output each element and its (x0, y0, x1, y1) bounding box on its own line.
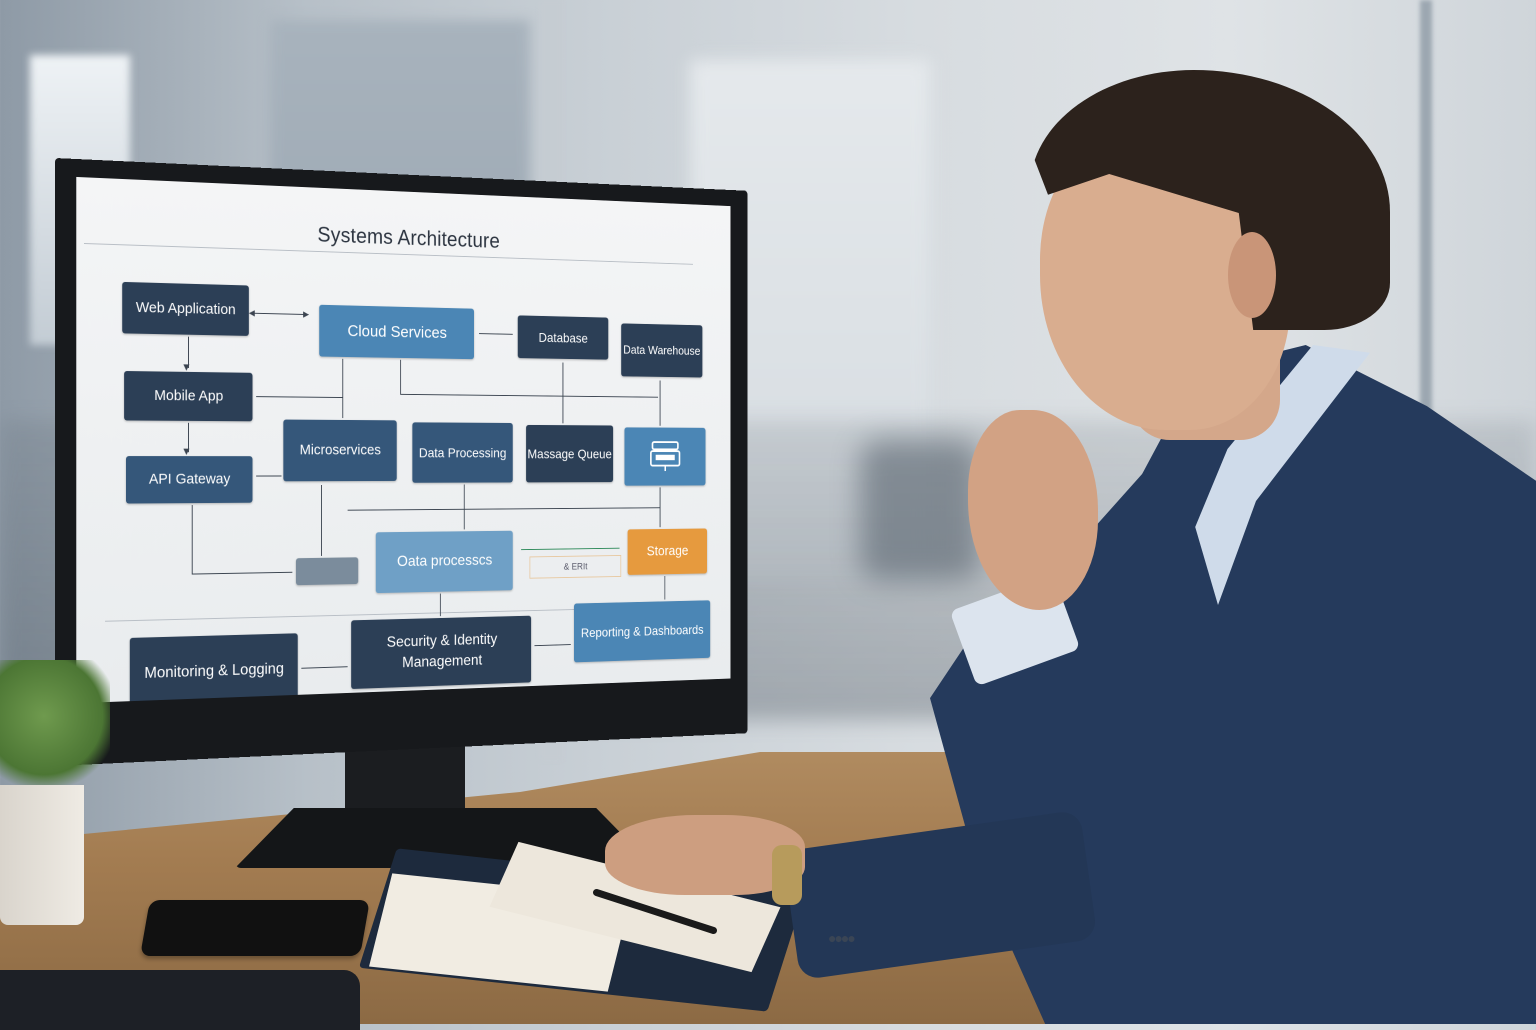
connector (479, 333, 513, 335)
connector (400, 359, 402, 394)
wristwatch (772, 845, 802, 905)
arrow-left-icon: ◂ (248, 304, 255, 320)
connector (664, 576, 666, 600)
node-message-queue: Massage Queue (526, 424, 614, 483)
node-storage: Storage (627, 528, 708, 575)
node-cloud-services: Cloud Services (319, 304, 475, 360)
node-security-identity: Security & Identity Management (351, 615, 532, 690)
node-mobile-app: Mobile App (124, 370, 253, 422)
person-hand-chin (968, 410, 1098, 610)
node-monitoring-logging: Monitoring & Logging (129, 633, 298, 704)
connector (562, 362, 564, 424)
connector (301, 666, 348, 669)
server-monitor-icon (649, 440, 681, 473)
connector (659, 487, 661, 528)
foreground-object (0, 970, 360, 1030)
link-label: & ERIt (529, 555, 622, 579)
connector (463, 484, 465, 530)
node-data-processing: Data Processing (412, 422, 513, 483)
node-database: Database (517, 315, 609, 360)
node-small-grey (295, 557, 359, 586)
connector (252, 312, 309, 316)
connector (534, 644, 571, 647)
arrow-down-icon: ▾ (183, 359, 190, 374)
arrow-right-icon: ▸ (303, 306, 309, 321)
node-microservices: Microservices (283, 419, 397, 482)
connector (342, 358, 344, 419)
monitor-screen: Systems Architecture Web Application Clo… (76, 176, 731, 704)
node-server (624, 427, 706, 486)
background-chair (860, 440, 980, 580)
monitor: Systems Architecture Web Application Clo… (55, 158, 748, 766)
connector (659, 380, 661, 426)
node-api-gateway: API Gateway (126, 456, 253, 504)
person-hand-desk (605, 815, 805, 895)
connector (347, 507, 660, 511)
connector (191, 571, 293, 575)
arrow-down-icon: ▾ (183, 443, 190, 459)
node-data-warehouse: Data Warehouse (621, 323, 703, 378)
person-ear (1228, 232, 1276, 318)
connector (256, 396, 343, 398)
node-web-application: Web Application (122, 281, 249, 336)
green-connector (521, 547, 620, 551)
connector (256, 475, 282, 477)
connector (400, 393, 659, 398)
connector (439, 593, 441, 617)
sleeve-buttons: ●●●● (828, 930, 856, 946)
diagram-title: Systems Architecture (317, 222, 500, 253)
plant-pot (0, 785, 84, 925)
node-data-processes: Oata processcs (375, 530, 513, 594)
connector (321, 485, 322, 556)
smartphone (140, 900, 370, 956)
potted-plant (0, 660, 110, 800)
connector (191, 505, 193, 574)
node-reporting-dashboards: Reporting & Dashboards (574, 600, 711, 663)
